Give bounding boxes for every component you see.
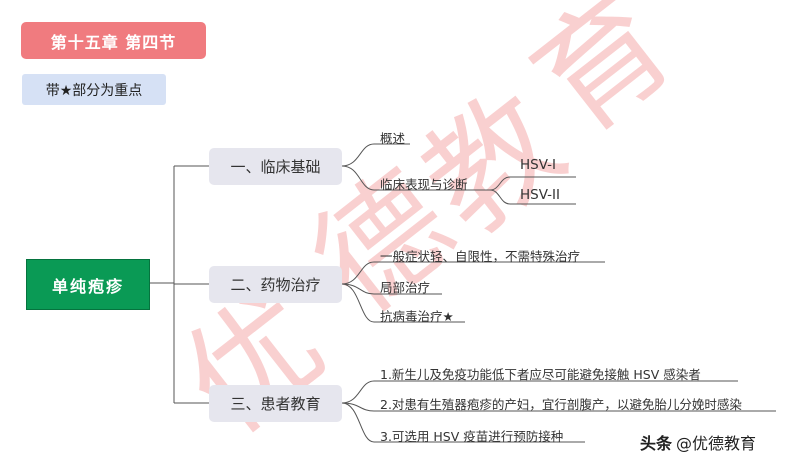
connector <box>489 189 576 205</box>
key-note-tag: 带★部分为重点 <box>22 74 166 105</box>
leaf-topical-treatment[interactable]: 局部治疗 <box>380 280 431 295</box>
connector <box>341 261 605 285</box>
root-node[interactable]: 单纯疱疹 <box>26 259 150 310</box>
connector <box>341 165 490 191</box>
connector <box>341 283 442 295</box>
leaf-hsv-2[interactable]: HSV-II <box>520 187 560 203</box>
connector <box>341 402 585 443</box>
footer-attribution: 头条 @优德教育 <box>640 430 756 454</box>
branch-patient-education[interactable]: 三、患者教育 <box>209 385 342 422</box>
connector <box>341 380 738 404</box>
chapter-tag: 第十五章 第四节 <box>21 22 206 59</box>
connector <box>489 176 576 191</box>
footer-handle: @优德教育 <box>676 434 757 453</box>
connector <box>341 402 776 412</box>
toutiao-logo: 头条 <box>640 434 673 453</box>
leaf-education-1[interactable]: 1.新生儿及免疫功能低下者应尽可能避免接触 HSV 感染者 <box>380 367 701 382</box>
leaf-clinical-diagnosis[interactable]: 临床表现与诊断 <box>380 177 468 192</box>
leaf-antiviral-treatment[interactable]: 抗病毒治疗★ <box>380 309 454 324</box>
branch-drug-therapy[interactable]: 二、药物治疗 <box>209 266 342 303</box>
connector <box>341 283 465 323</box>
leaf-education-2[interactable]: 2.对患有生殖器疱疹的产妇，宜行剖腹产，以避免胎儿分娩时感染 <box>380 397 742 412</box>
connector <box>341 143 410 167</box>
branch-clinical-basics[interactable]: 一、临床基础 <box>209 148 342 185</box>
leaf-education-3[interactable]: 3.可选用 HSV 疫苗进行预防接种 <box>380 429 564 444</box>
leaf-hsv-1[interactable]: HSV-I <box>520 157 557 173</box>
leaf-overview[interactable]: 概述 <box>380 131 406 146</box>
leaf-mild-self-limiting[interactable]: 一般症状轻、自限性，不需特殊治疗 <box>380 249 581 264</box>
